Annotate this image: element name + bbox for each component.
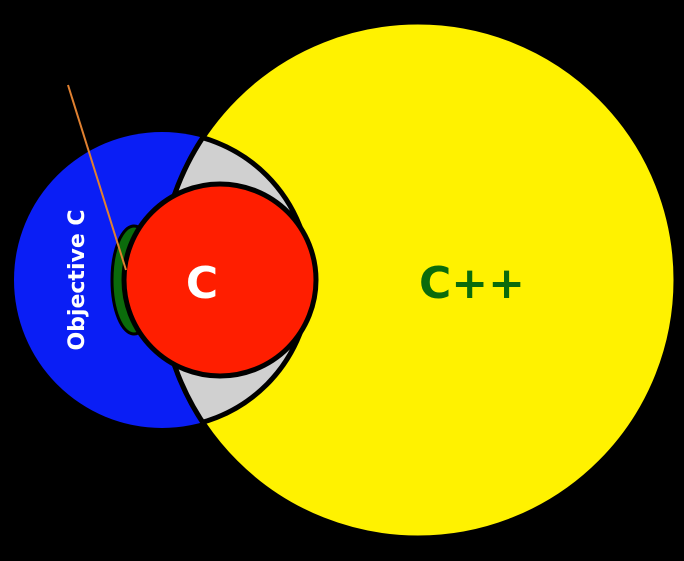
objective-c-label: Objective C xyxy=(65,209,90,350)
c-circle xyxy=(121,181,319,379)
c-label: C xyxy=(186,258,218,309)
cpp-label: C++ xyxy=(419,258,525,309)
pointer-line xyxy=(67,84,127,271)
